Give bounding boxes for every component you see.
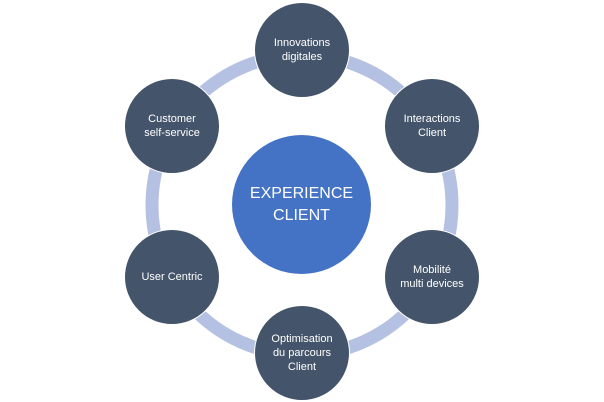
node-customer-self-service: Customer self-service	[124, 78, 220, 174]
node-user-centric: User Centric	[124, 229, 220, 325]
node-optimisation-parcours-client: Optimisation du parcours Client	[254, 305, 350, 401]
center-experience-client: EXPERIENCE CLIENT	[232, 135, 371, 274]
node-innovations-digitales: Innovations digitales	[254, 2, 350, 98]
node-mobilite-multi-devices: Mobilité multi devices	[384, 229, 480, 325]
node-interactions-client: Interactions Client	[384, 78, 480, 174]
